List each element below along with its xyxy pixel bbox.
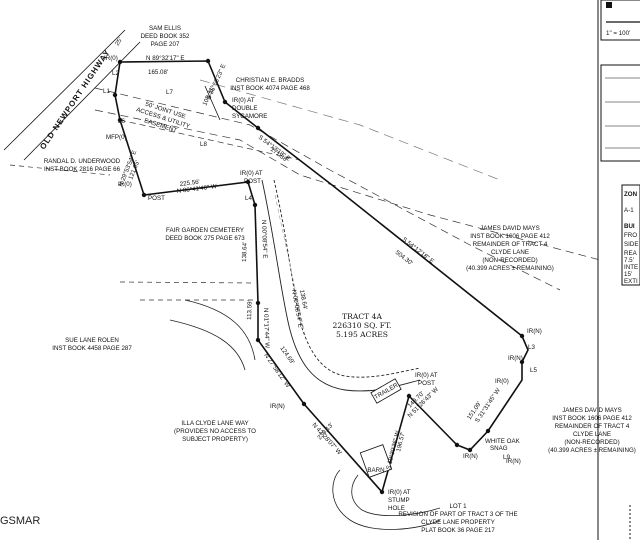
mon-ir-n3: IR(N)	[463, 453, 478, 460]
watermark: GSMAR	[0, 515, 40, 527]
illa-clyde-lane	[169, 299, 441, 530]
mon-ir-o-right: IR(0)	[495, 378, 509, 385]
drive-note-dist: 138.64'	[298, 289, 308, 310]
owner-mays2-3: REMAINDER OF TRACT 4	[555, 423, 630, 430]
line-label-l2: L2	[112, 70, 119, 77]
mon-sycamore-3: SYCAMORE	[232, 113, 267, 120]
owner-illa-1: ILLA CLYDE LANE WAY	[181, 420, 248, 427]
tract-sqft: 226310 SQ. FT.	[333, 321, 392, 330]
owner-cemetery-2: DEED BOOK 275 PAGE 673	[165, 235, 245, 242]
line-label-l5: L5	[530, 367, 537, 374]
owner-mays1-4: CLYDE LANE	[491, 249, 529, 256]
course-n01-dist: 113.59'	[246, 300, 254, 320]
course-n01-bearing: N 01°17'44" W	[262, 308, 270, 349]
scale-label: 1" = 100'	[606, 30, 630, 37]
mon-white-oak-1: WHITE OAK	[485, 438, 521, 445]
owner-sam-ellis-1: SAM ELLIS	[149, 25, 181, 32]
line-label-l8: L8	[200, 141, 207, 148]
mon-post-left: POST	[148, 195, 165, 202]
course-n86-bearing: N 86°41'46" W	[176, 183, 217, 195]
zoning-line-6: 7.5'	[624, 257, 634, 264]
tract-acres: 5.195 ACRES	[336, 330, 388, 339]
zoning-line-4: SIDE	[624, 241, 638, 248]
owner-randal-1: RANDAL D. UNDERWOOD	[44, 158, 121, 165]
zoning-heading: ZON	[624, 191, 638, 198]
monument-markers	[112, 58, 525, 495]
zoning-line-2: BUI	[624, 223, 635, 230]
line-label-l9: L9	[503, 454, 510, 461]
mon-stump-2: STUMP	[388, 497, 410, 504]
line-label-l7: L7	[166, 89, 173, 96]
mon-sycamore-1: IR(0) AT	[232, 97, 255, 104]
owner-sam-ellis-2: DEED BOOK 352	[141, 33, 190, 40]
owner-randal-2: INST BOOK 2816 PAGE 66	[44, 166, 121, 173]
mon-stump-1: IR(0) AT	[388, 489, 411, 496]
line-label-l3: L3	[528, 344, 535, 351]
course-n86-dist: 225.56'	[179, 179, 200, 188]
course-n00-dist: 138.64'	[241, 242, 249, 262]
line-label-l1: L1	[103, 88, 110, 95]
mon-ir-trailer-1: IR(0) AT	[415, 372, 438, 379]
course-n00-bearing: N 00°08'54" E	[260, 220, 268, 259]
zoning-line-7: INTE	[624, 264, 638, 271]
owner-cemetery-1: FAIR GARDEN CEMETERY	[166, 227, 244, 234]
zoning-line-5: REA	[624, 250, 638, 257]
mon-mfp: MFP(0)	[106, 134, 127, 141]
lot1-4: PLAT BOOK 36 PAGE 217	[421, 527, 495, 534]
mon-ir-n1: IR(N)	[527, 328, 542, 335]
mon-white-oak-2: SNAG	[490, 445, 508, 452]
road-width: 25'	[114, 37, 124, 48]
owner-christian-1: CHRISTIAN E. BRADDS	[236, 77, 304, 84]
course-s19-dist: 196.57'	[395, 431, 407, 452]
mon-ir1: IR(0)	[104, 55, 118, 62]
owner-mays1-5: (NON-RECORDED)	[482, 257, 537, 264]
owner-mays1-1: JAMES DAVID MAYS	[480, 225, 540, 232]
title-block: 1" = 100' ZON A-1 BUI FRO SIDE REA 7.5' …	[597, 0, 640, 540]
owner-mays2-4: CLYDE LANE	[573, 431, 611, 438]
owner-christian-2: INST BOOK 4074 PAGE 468	[230, 85, 310, 92]
owner-sue-1: SUE LANE ROLEN	[65, 337, 119, 344]
mon-ir-trailer-2: POST	[418, 380, 435, 387]
owner-illa-3: SUBJECT PROPERTY)	[182, 436, 248, 443]
mon-ir-post-mid-2: POST	[244, 178, 261, 185]
zoning-line-3: FRO	[624, 232, 637, 239]
easement-lines	[9, 79, 601, 301]
lot1-3: CLYDE LANE PROPERTY	[421, 519, 495, 526]
owner-mays2-1: JAMES DAVID MAYS	[562, 407, 622, 414]
barn-label: BARN	[367, 467, 384, 474]
lot1-1: LOT 1	[449, 503, 467, 510]
lot1-2: REVISION OF PART OF TRACT 3 OF THE	[398, 511, 517, 518]
owner-sue-2: INST BOOK 4458 PAGE 287	[52, 345, 132, 352]
line-label-l4: L4	[245, 195, 252, 202]
tract-name: TRACT 4A	[342, 312, 382, 321]
owner-illa-2: (PROVIDES NO ACCESS TO	[174, 428, 256, 435]
owner-mays2-6: (40.399 ACRES ± REMAINING)	[548, 447, 636, 454]
mon-ir-n2: IR(N)	[508, 355, 523, 362]
mon-ir-n4: IR(N)	[270, 403, 285, 410]
north-box	[606, 2, 612, 8]
course-top-dist: 165.08'	[148, 69, 168, 76]
mon-ir-post-left: IR(0)	[118, 181, 132, 188]
line-label-l6: L6	[118, 118, 125, 125]
mon-stump-3: HOLE	[388, 505, 405, 512]
owner-mays2-5: (NON-RECORDED)	[564, 439, 619, 446]
mon-sycamore-2: DOUBLE	[232, 105, 257, 112]
barn: BARN	[359, 444, 393, 478]
mon-ir-post-mid-1: IR(0) AT	[240, 170, 263, 177]
owner-mays1-6: (40.399 ACRES ± REMAINING)	[466, 265, 554, 272]
owner-sam-ellis-3: PAGE 207	[151, 41, 180, 48]
owner-mays2-2: INST BOOK 1606 PAGE 412	[552, 415, 632, 422]
zoning-line-1: A-1	[624, 207, 634, 214]
owner-mays1-3: REMAINDER OF TRACT 4	[473, 241, 548, 248]
zoning-line-8: 15'	[624, 271, 632, 278]
course-top-bearing: N 89°32'17" E	[146, 55, 185, 62]
owner-mays1-2: INST BOOK 1606 PAGE 412	[470, 233, 550, 240]
zoning-line-9: EXTI	[624, 278, 638, 285]
mon-ir-n-bottom: IR(N)	[506, 458, 521, 465]
